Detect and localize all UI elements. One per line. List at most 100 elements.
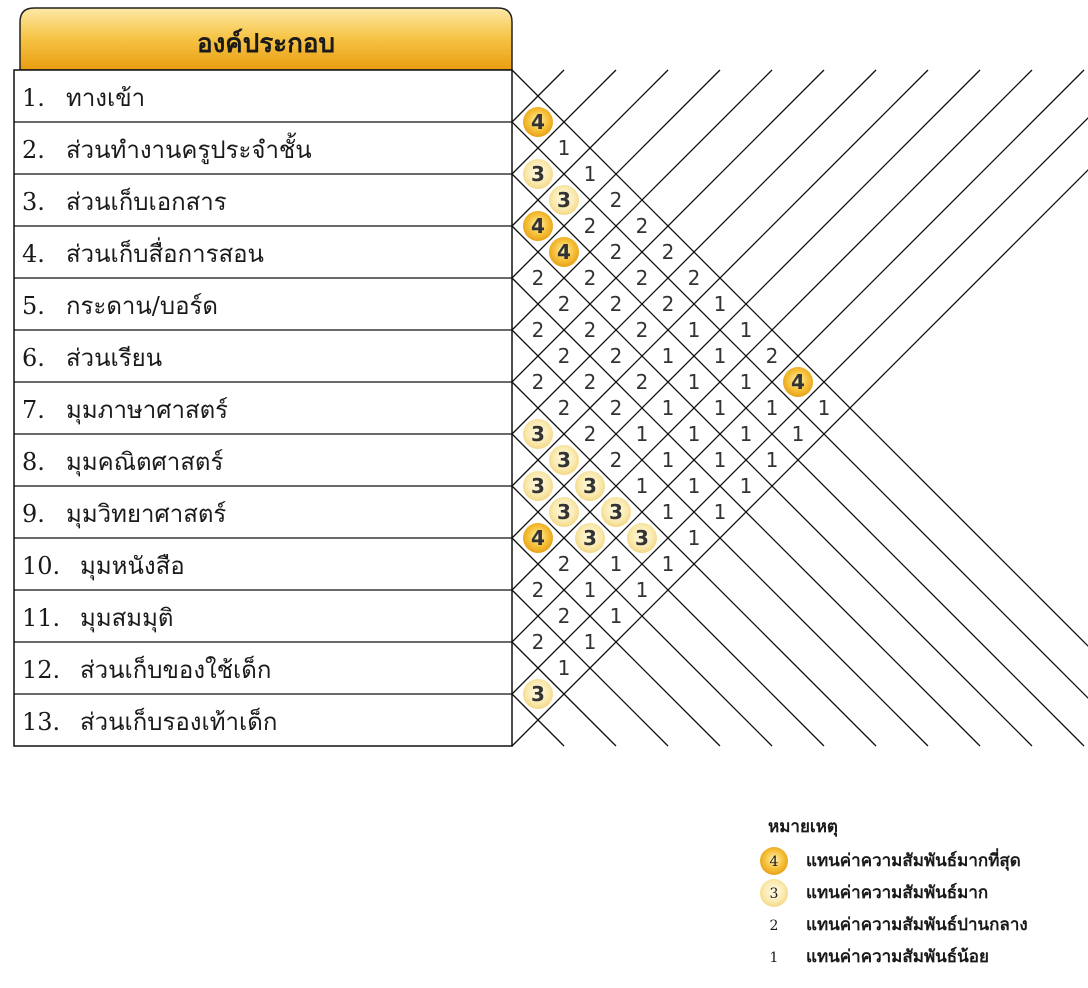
cell-value: 2 (662, 292, 675, 316)
row-label: ส่วนทำงานครูประจำชั้น (66, 132, 312, 165)
lattice-line (511, 169, 1088, 747)
row-number: 1. (22, 84, 45, 112)
cell-value: 2 (610, 188, 623, 212)
row-number: 5. (22, 292, 45, 320)
cell-value: 1 (740, 370, 753, 394)
cell-value: 1 (688, 370, 701, 394)
lattice-line (511, 117, 1088, 695)
cell-value: 2 (558, 396, 571, 420)
cell-value: 2 (558, 344, 571, 368)
cell-value: 2 (610, 240, 623, 264)
cell-value: 1 (584, 630, 597, 654)
value-highlight (523, 419, 553, 449)
value-highlight (601, 497, 631, 527)
value-highlight (549, 497, 579, 527)
lattice-line (511, 69, 929, 487)
header-tab: องค์ประกอบ (19, 7, 513, 71)
cell-value: 4 (557, 240, 571, 264)
lattice-line (511, 69, 565, 123)
row-number: 2. (22, 136, 45, 164)
cell-value: 3 (557, 500, 571, 524)
cell-value: 1 (610, 604, 623, 628)
lattice-line (511, 69, 721, 279)
cell-value: 2 (558, 292, 571, 316)
cell-value: 2 (584, 266, 597, 290)
header-title: องค์ประกอบ (197, 28, 335, 59)
value-highlight (575, 471, 605, 501)
row-number: 4. (22, 240, 45, 268)
legend-swatch (760, 879, 788, 907)
cell-value: 1 (766, 396, 779, 420)
cell-value: 2 (584, 370, 597, 394)
cell-value: 1 (662, 344, 675, 368)
lattice-line (511, 69, 617, 175)
cell-value: 2 (584, 422, 597, 446)
row-label: ส่วนเก็บของใช้เด็ก (80, 655, 271, 684)
cell-value: 1 (766, 448, 779, 472)
cell-value: 1 (584, 578, 597, 602)
cell-value: 1 (636, 474, 649, 498)
row-label: ส่วนเก็บเอกสาร (66, 187, 227, 216)
row-number: 7. (22, 396, 45, 424)
cell-value: 1 (584, 162, 597, 186)
cell-value: 2 (610, 448, 623, 472)
cell-value: 3 (635, 526, 649, 550)
cell-value: 3 (531, 682, 545, 706)
lattice-line (511, 69, 1033, 591)
cell-value: 2 (558, 604, 571, 628)
cell-value: 1 (610, 552, 623, 576)
legend-label: แทนค่าความสัมพันธ์มาก (806, 882, 988, 903)
row-label: ส่วนเก็บสื่อการสอน (66, 237, 264, 268)
cell-value: 4 (791, 370, 805, 394)
legend-title: หมายเหตุ (768, 817, 838, 837)
cell-value: 2 (636, 318, 649, 342)
row-number: 9. (22, 500, 45, 528)
value-highlight (523, 159, 553, 189)
cell-value: 1 (636, 422, 649, 446)
row-number: 8. (22, 448, 45, 476)
lattice-line (511, 69, 1088, 647)
legend-value: 2 (770, 918, 779, 934)
cell-value: 3 (609, 500, 623, 524)
cell-value: 1 (662, 552, 675, 576)
lattice-line (511, 69, 773, 331)
cell-value: 2 (688, 266, 701, 290)
cell-value: 1 (714, 292, 727, 316)
row-label: มุมสมมุติ (80, 604, 174, 633)
row-number: 6. (22, 344, 45, 372)
cell-value: 3 (531, 474, 545, 498)
cell-value: 1 (740, 422, 753, 446)
cell-value: 2 (636, 214, 649, 238)
value-highlight (523, 471, 553, 501)
relationship-matrix: 4112222112413322221111144222111112222211… (511, 69, 1088, 747)
cell-value: 1 (714, 344, 727, 368)
cell-value: 2 (558, 552, 571, 576)
cell-value: 4 (531, 526, 545, 550)
cell-value: 1 (558, 656, 571, 680)
row-label: มุมคณิตศาสตร์ (66, 448, 223, 477)
cell-value: 1 (636, 578, 649, 602)
cell-value: 1 (662, 448, 675, 472)
cell-value: 1 (688, 474, 701, 498)
value-highlight (549, 237, 579, 267)
row-label: มุมวิทยาศาสตร์ (66, 500, 226, 529)
cell-value: 2 (662, 240, 675, 264)
row-label: มุมภาษาศาสตร์ (66, 396, 228, 425)
value-highlight (549, 185, 579, 215)
cell-value: 2 (610, 292, 623, 316)
legend-label: แทนค่าความสัมพันธ์ปานกลาง (806, 914, 1028, 935)
cell-value: 4 (531, 110, 545, 134)
lattice-line (511, 69, 877, 435)
row-label: มุมหนังสือ (80, 552, 185, 581)
legend-value: 4 (770, 854, 779, 870)
cell-value: 3 (531, 422, 545, 446)
lattice-line (511, 69, 669, 227)
cell-value: 1 (662, 396, 675, 420)
row-number: 11. (22, 604, 60, 632)
cell-value: 3 (557, 448, 571, 472)
cell-value: 2 (532, 630, 545, 654)
cell-value: 1 (792, 422, 805, 446)
cell-value: 2 (532, 578, 545, 602)
legend-swatch (760, 847, 788, 875)
cell-value: 2 (584, 318, 597, 342)
